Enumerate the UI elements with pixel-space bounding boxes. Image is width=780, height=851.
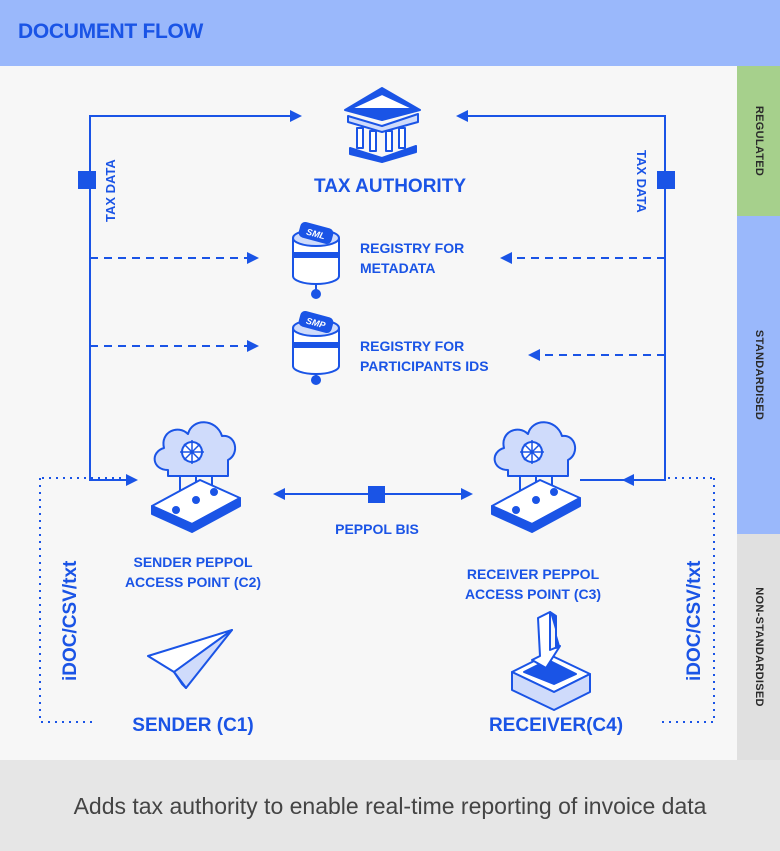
receiver-access-point-icon: [491, 421, 581, 533]
page-title: DOCUMENT FLOW: [18, 20, 204, 43]
paper-plane-icon: [147, 629, 233, 689]
tax-data-left-node: [78, 171, 96, 189]
tax-data-left-label: TAX DATA: [103, 159, 118, 222]
receiver-ap-label-line2: ACCESS POINT (C3): [465, 586, 601, 602]
sender-ap-label-line1: SENDER PEPPOL: [133, 554, 252, 570]
sml-database-icon: [292, 221, 340, 299]
smp-database-icon: [292, 310, 340, 385]
tax-authority-icon: [344, 87, 421, 163]
receiver-ap-label-line1: RECEIVER PEPPOL: [467, 566, 600, 582]
footer-caption: Adds tax authority to enable real-time r…: [73, 793, 707, 819]
tax-data-right-line: [456, 110, 666, 481]
band-regulated: REGULATED: [737, 66, 780, 216]
peppol-bis-label: PEPPOL BIS: [335, 521, 419, 537]
sender-ap-label-line2: ACCESS POINT (C2): [125, 574, 261, 590]
registry-metadata-label-line1: REGISTRY FOR: [360, 240, 464, 256]
format-right-label: iDOC/CSV/txt: [684, 560, 705, 681]
receiver-label: RECEIVER(C4): [489, 715, 623, 736]
tax-authority-label: TAX AUTHORITY: [314, 176, 466, 197]
peppol-bis-node: [368, 486, 385, 503]
inbox-download-icon: [511, 611, 591, 711]
header-bar: DOCUMENT FLOW: [0, 0, 780, 66]
registry-metadata-label-line2: METADATA: [360, 260, 435, 276]
format-left-label: iDOC/CSV/txt: [60, 560, 81, 681]
diagram-area: [0, 66, 737, 760]
tax-data-right-node: [657, 171, 675, 189]
registry-participants-label-line1: REGISTRY FOR: [360, 338, 464, 354]
band-non-standardised: NON-STANDARDISED: [737, 534, 780, 760]
band-standardised: STANDARDISED: [737, 216, 780, 534]
registry-participants-label-line2: PARTICIPANTS IDS: [360, 358, 489, 374]
sender-access-point-icon: [151, 421, 241, 533]
footer: Adds tax authority to enable real-time r…: [0, 760, 780, 851]
tax-data-right-label: TAX DATA: [634, 150, 649, 213]
sender-dotted-path: [39, 478, 96, 723]
sml-badge: SML: [305, 227, 326, 242]
sender-label: SENDER (C1): [132, 715, 253, 736]
